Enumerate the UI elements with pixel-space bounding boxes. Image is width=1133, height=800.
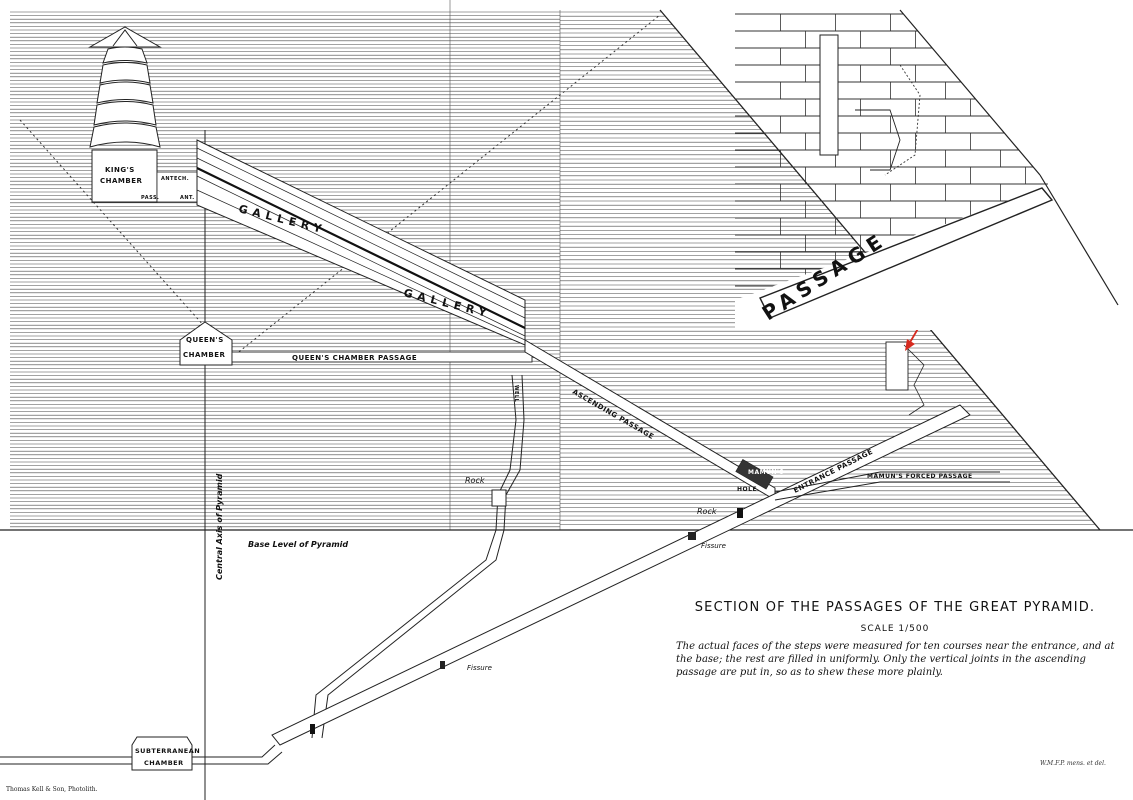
mamuns-hole-label-1: MAMUN'S	[748, 469, 784, 476]
queens-chamber-label-2: CHAMBER	[183, 351, 225, 359]
antechamber-label: ANTECH.	[161, 176, 189, 182]
diagram-title: SECTION OF THE PASSAGES OF THE GREAT PYR…	[694, 600, 1096, 615]
masonry-courses-left	[10, 11, 450, 528]
subterranean-label-1: SUBTERRANEAN	[135, 747, 200, 755]
diagram-scale: SCALE 1/500	[860, 624, 930, 634]
ant-label: ANT.	[180, 195, 195, 201]
entrance-passage-label: ENTRANCE PASSAGE	[792, 448, 874, 495]
subterranean-label-2: CHAMBER	[144, 759, 184, 767]
queens-chamber: QUEEN'S CHAMBER QUEEN'S CHAMBER PASSAGE	[179, 321, 533, 366]
granite-plug	[735, 459, 774, 490]
fissure-label-lower: Fissure	[467, 664, 492, 672]
queens-chamber-label-1: QUEEN'S	[186, 336, 224, 344]
kings-chamber-label-2: CHAMBER	[100, 177, 142, 185]
masonry-courses-middle	[450, 11, 560, 528]
slope-dotted-line	[234, 14, 661, 356]
well-shaft: WELL	[311, 374, 525, 739]
subterranean-passage	[0, 744, 283, 765]
subterranean-chamber: SUBTERRANEAN CHAMBER	[131, 736, 200, 771]
fissure-label-upper: Fissure	[701, 542, 726, 550]
base-level-label: Base Level of Pyramid	[248, 540, 348, 549]
kings-chamber-label-1: KING'S	[105, 166, 135, 174]
fissure-block-lower	[440, 661, 445, 669]
entrance-detail	[885, 341, 925, 416]
kings-chamber: KING'S CHAMBER ANTECH. PASS. ANT.	[88, 26, 198, 203]
pass-label: PASS.	[141, 195, 159, 201]
rock-label-right: Rock	[697, 507, 717, 516]
rock-label-left: Rock	[465, 476, 485, 485]
well-label: WELL	[513, 385, 519, 403]
central-axis-label: Central Axis of Pyramid	[215, 473, 224, 580]
passage-block-lower	[310, 724, 315, 734]
mamuns-hole-label-2: HOLE	[737, 486, 757, 493]
author-signature: W.M.F.P. mens. et del.	[1040, 760, 1106, 767]
diagram-note: The actual faces of the steps were measu…	[676, 641, 1115, 678]
inset-detail: PASSAGE	[735, 9, 1119, 330]
queens-passage-label: QUEEN'S CHAMBER PASSAGE	[292, 354, 417, 362]
fissure-block-upper	[688, 532, 696, 540]
mamuns-forced-label: MAMUN'S FORCED PASSAGE	[867, 473, 973, 480]
ascending-passage: ASCENDING PASSAGE MAMUN'S HOLE	[524, 339, 784, 501]
passage-block	[737, 508, 743, 518]
descending-passage: ENTRANCE PASSAGE	[271, 404, 971, 746]
queens-chamber-passage	[231, 351, 533, 363]
publisher-credit: Thomas Kell & Son, Photolith.	[6, 786, 98, 793]
mamuns-forced-passage: MAMUN'S FORCED PASSAGE	[774, 471, 1010, 501]
